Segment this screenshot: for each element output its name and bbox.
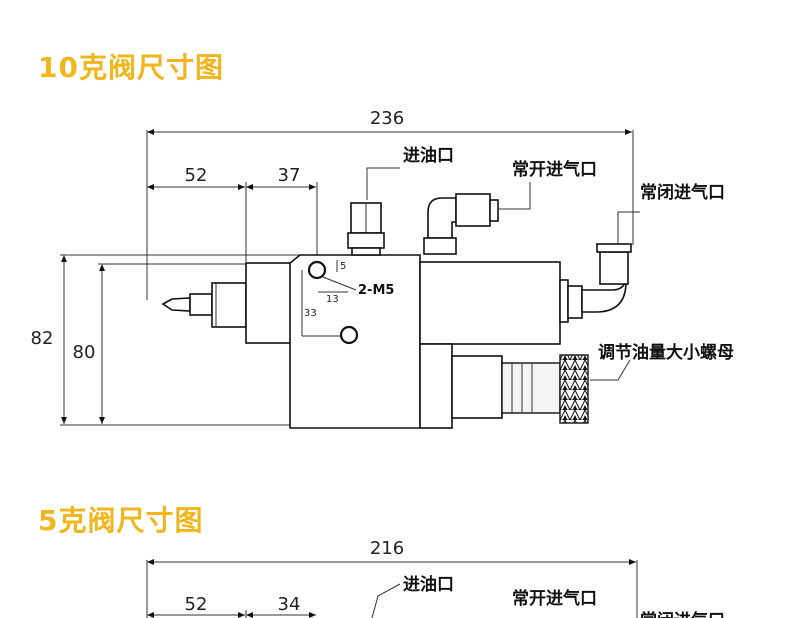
dim-text-52: 52: [185, 165, 208, 186]
dim-segments-10g: 52 37: [147, 165, 318, 262]
knurled-nut: [559, 354, 589, 424]
dim-text-13: 13: [326, 294, 339, 305]
label-no-air-inlet: 常开进气口: [512, 159, 597, 180]
dim-text-82: 82: [31, 328, 54, 349]
label-nc-air-inlet-5g: 常闭进气口: [640, 610, 725, 618]
diagram-5g: 216 52 34 进油口 常开进气口 常闭进气口: [146, 538, 725, 618]
mount-hole-bottom: [339, 325, 359, 345]
dim-text-33: 33: [304, 308, 317, 319]
title-10g-valve: 10克阀尺寸图: [38, 51, 224, 84]
diagram-10g: 236 52 37 82 80: [31, 108, 734, 429]
front-block-10g: [245, 262, 293, 344]
hole-dims-10g: 33 13 5 2-M5: [301, 260, 394, 337]
label-oil-inlet-5g: 进油口: [403, 574, 454, 595]
dim-text-5: 5: [340, 261, 346, 272]
dim-text-34: 34: [278, 594, 301, 615]
label-adjust-nut: 调节油量大小螺母: [598, 342, 734, 363]
no-air-elbow-10g: 常开进气口: [423, 159, 597, 255]
dim-text-52-5g: 52: [185, 594, 208, 615]
dim-text-216: 216: [370, 538, 404, 559]
adjust-nut-10g: 调节油量大小螺母: [419, 342, 734, 429]
title-5g-valve: 5克阀尺寸图: [38, 504, 204, 537]
hole-label: 2-M5: [358, 283, 394, 298]
dim-total-width-10g: 236: [146, 108, 634, 300]
dim-text-37: 37: [278, 165, 301, 186]
dim-text-236: 236: [370, 108, 404, 129]
label-oil-inlet: 进油口: [403, 145, 454, 166]
oil-inlet-fitting-10g: 进油口: [347, 145, 454, 256]
nozzle-10g: [161, 282, 247, 328]
nc-air-elbow-10g: 常闭进气口: [581, 182, 725, 313]
cylinder-10g: [419, 261, 561, 345]
dim-text-80: 80: [73, 342, 96, 363]
label-nc-air-inlet: 常闭进气口: [640, 182, 725, 203]
cylinder-cap: [567, 285, 583, 319]
mount-hole-top: [307, 260, 327, 280]
label-no-air-inlet-5g: 常开进气口: [512, 588, 597, 609]
